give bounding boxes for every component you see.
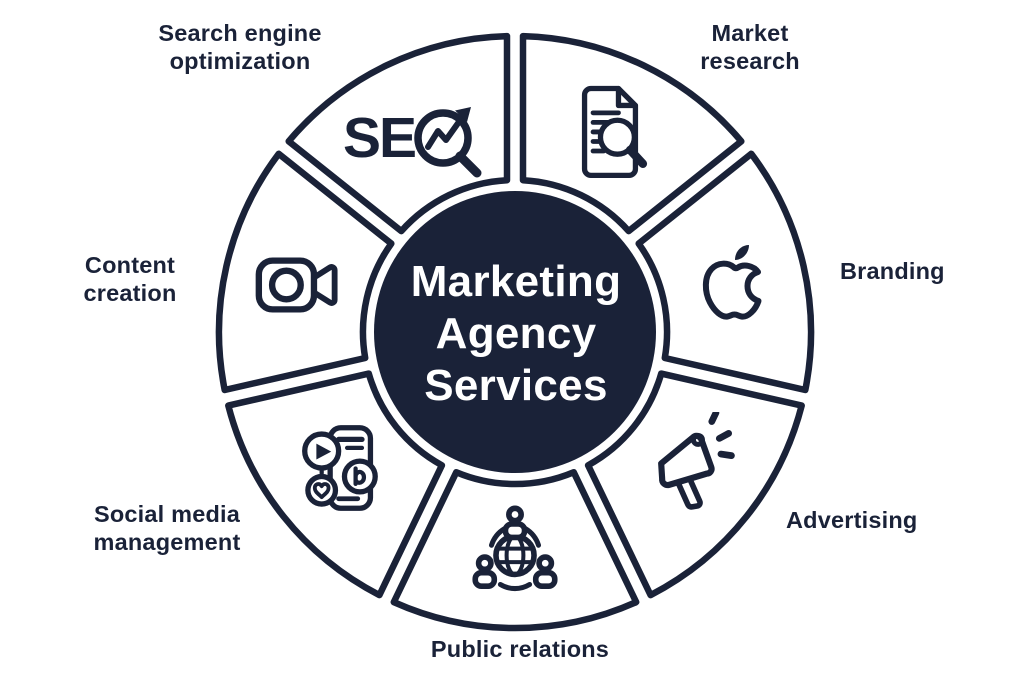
- label-content-creation: Content creation: [83, 252, 177, 306]
- label-search-engine-optimization: Search engine optimization: [158, 20, 322, 74]
- center-circle: [374, 191, 656, 473]
- diagram-title: Marketing Agency Services: [410, 257, 622, 410]
- label-advertising: Advertising: [786, 507, 918, 533]
- label-social-media-management: Social media management: [93, 501, 241, 555]
- label-branding: Branding: [840, 258, 945, 284]
- segment-content-creation: [215, 150, 395, 394]
- segment-branding: [635, 150, 815, 394]
- label-public-relations: Public relations: [430, 636, 610, 662]
- label-market-research: Market research: [700, 20, 800, 74]
